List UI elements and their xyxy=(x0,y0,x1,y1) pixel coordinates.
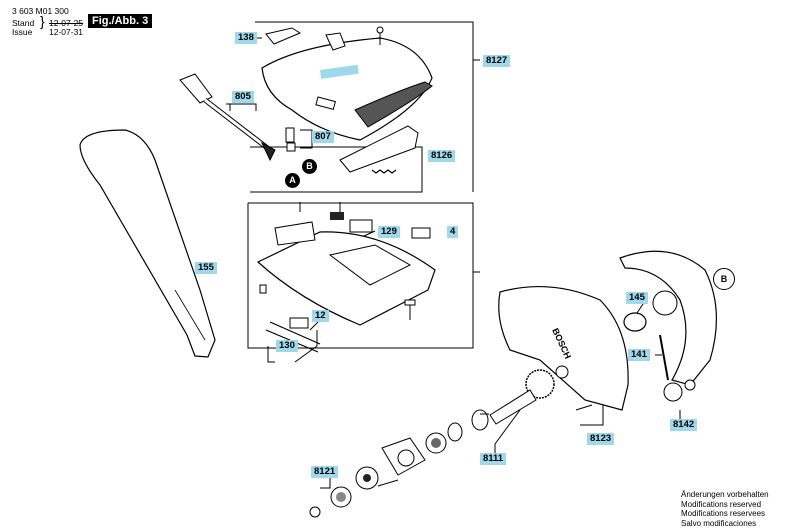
part-label-8111: 8111 xyxy=(480,453,507,465)
label-window xyxy=(320,64,359,79)
part-label-8127: 8127 xyxy=(483,55,511,67)
date-old: 12-07-25 xyxy=(49,18,84,28)
part-label-4: 4 xyxy=(447,226,459,238)
callout-b-2: B xyxy=(713,268,735,290)
gear-cover-8123 xyxy=(498,285,629,411)
part-label-8126: 8126 xyxy=(428,150,456,162)
frame-8126 xyxy=(250,146,423,193)
part-label-807: 807 xyxy=(312,131,334,143)
base-housing xyxy=(256,231,436,326)
part-label-805: 805 xyxy=(232,91,254,103)
small-cover-138 xyxy=(265,27,302,45)
callout-a: A xyxy=(285,173,300,188)
note-line: Salvo modificaciones xyxy=(681,518,757,528)
part-label-145: 145 xyxy=(626,292,648,304)
figure-title: Fig./Abb. 3 xyxy=(88,14,153,28)
part-label-12: 12 xyxy=(312,310,329,322)
part-label-8123: 8123 xyxy=(587,433,615,445)
part-label-155: 155 xyxy=(195,262,217,274)
part-label-130: 130 xyxy=(276,340,298,352)
date-new: 12-07-31 xyxy=(49,27,84,37)
part-label-138: 138 xyxy=(235,32,257,44)
upper-guard-8142 xyxy=(619,250,717,386)
callout-b: B xyxy=(302,159,317,174)
note-line: Modifications reserved xyxy=(681,499,762,509)
note-line: Änderungen vorbehalten xyxy=(681,490,769,499)
part-label-8121: 8121 xyxy=(311,466,339,478)
issue-label: Issue xyxy=(12,27,33,37)
switch-8126 xyxy=(339,125,419,173)
document-number: 3 603 M01 300 xyxy=(12,6,69,16)
plug xyxy=(179,73,213,104)
note-line: Modifications reservees xyxy=(681,509,766,518)
part-label-129: 129 xyxy=(378,226,400,238)
stand-label: Stand xyxy=(12,18,35,28)
part-label-141: 141 xyxy=(628,349,650,361)
date-brace: } xyxy=(40,13,45,29)
part-label-8142: 8142 xyxy=(670,419,698,431)
vent-grille xyxy=(354,81,433,128)
frame-base xyxy=(247,202,474,349)
revision-notes: Änderungen vorbehalten Modifications res… xyxy=(681,490,769,528)
frame-8127 xyxy=(255,21,474,192)
